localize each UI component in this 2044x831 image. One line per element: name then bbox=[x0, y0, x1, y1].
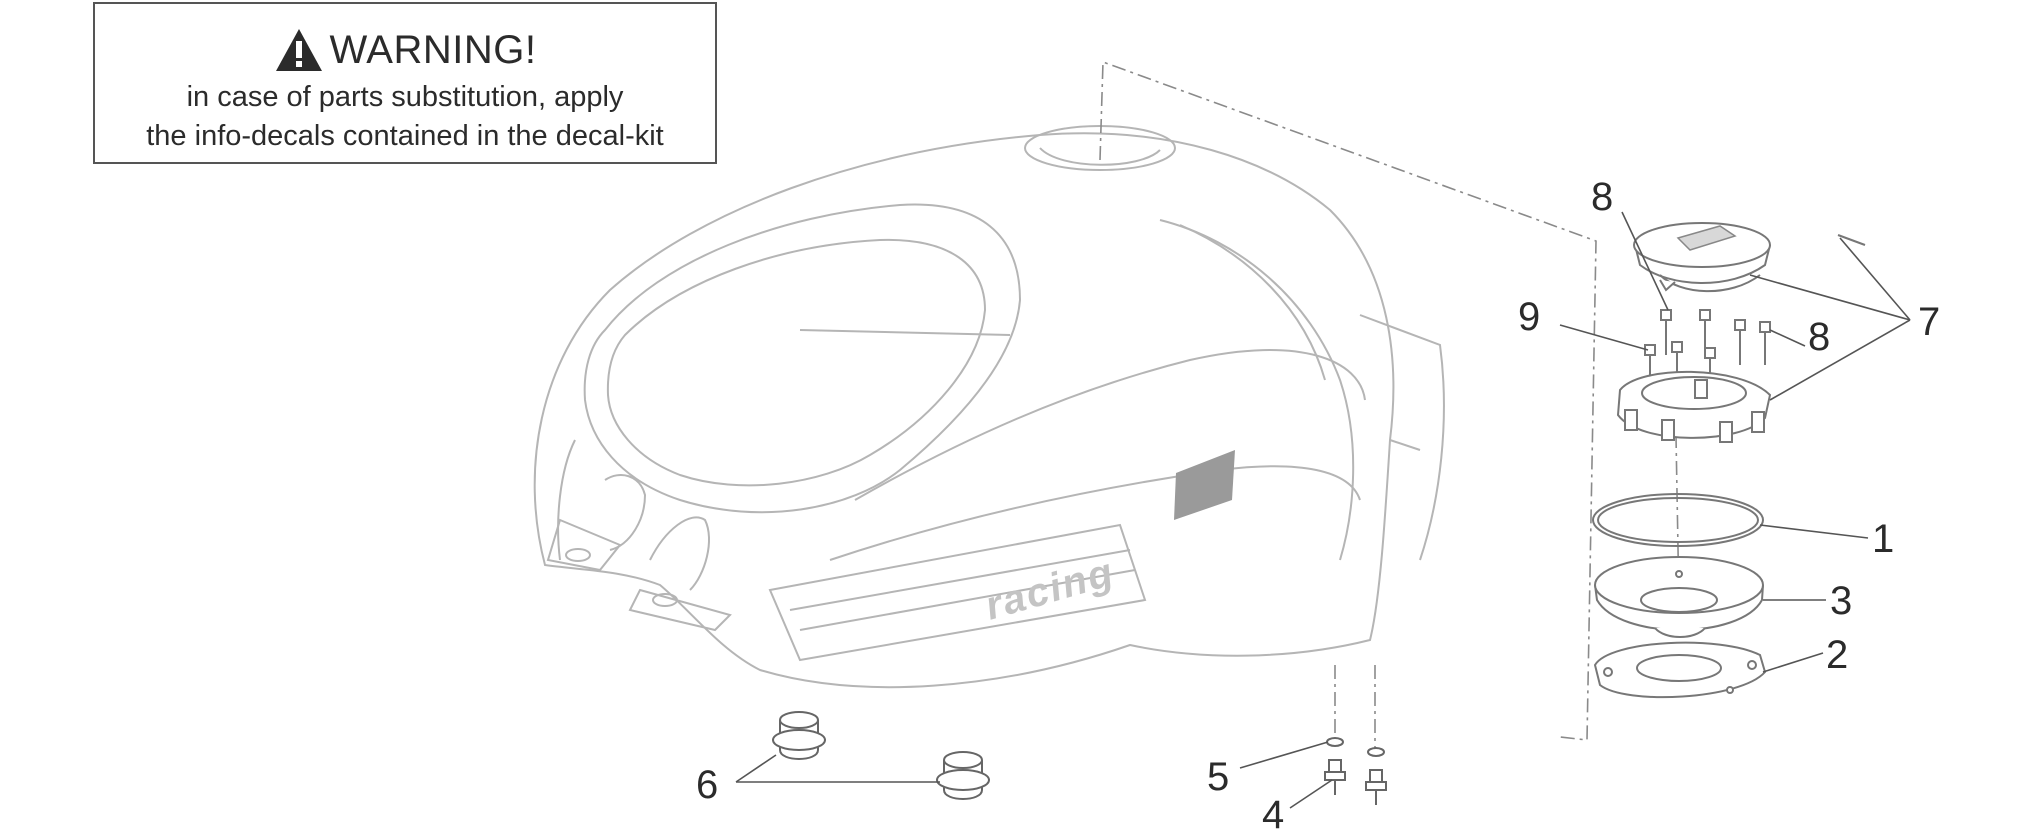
part-3-cup bbox=[1594, 556, 1764, 638]
tank-decal-block bbox=[1174, 450, 1235, 520]
assembly-axis-lines bbox=[1099, 60, 1681, 750]
callout-4: 4 bbox=[1262, 793, 1284, 831]
fuel-tank bbox=[533, 125, 1445, 689]
warning-header: WARNING! bbox=[95, 22, 715, 78]
parts-4-5-bolts-washers bbox=[1324, 737, 1387, 805]
callout-8-right: 8 bbox=[1808, 315, 1830, 359]
callout-8-top: 8 bbox=[1591, 175, 1613, 219]
callout-6: 6 bbox=[696, 763, 718, 807]
callout-9: 9 bbox=[1518, 295, 1540, 339]
callout-5: 5 bbox=[1207, 755, 1229, 799]
callout-2: 2 bbox=[1826, 633, 1848, 677]
part-1-o-ring bbox=[1592, 493, 1764, 547]
warning-box: WARNING! in case of parts substitution, … bbox=[93, 2, 717, 164]
part-7-filler-cap bbox=[1633, 222, 1866, 293]
callout-numbers: 8 9 8 7 1 3 2 5 4 6 bbox=[696, 175, 1940, 831]
leader-lines bbox=[735, 211, 1911, 809]
warning-line-2: the info-decals contained in the decal-k… bbox=[146, 120, 664, 152]
warning-triangle-icon bbox=[275, 29, 322, 71]
part-2-gasket bbox=[1593, 641, 1767, 699]
warning-line-1: in case of parts substitution, apply bbox=[186, 81, 624, 113]
part-7-flange-ring bbox=[1616, 370, 1772, 443]
callout-1: 1 bbox=[1872, 517, 1894, 561]
callout-7: 7 bbox=[1918, 300, 1940, 344]
callout-3: 3 bbox=[1830, 579, 1852, 623]
part-8-screws bbox=[1644, 309, 1771, 385]
warning-title: WARNING! bbox=[329, 27, 537, 72]
part-6-rubber-pads bbox=[772, 711, 990, 800]
